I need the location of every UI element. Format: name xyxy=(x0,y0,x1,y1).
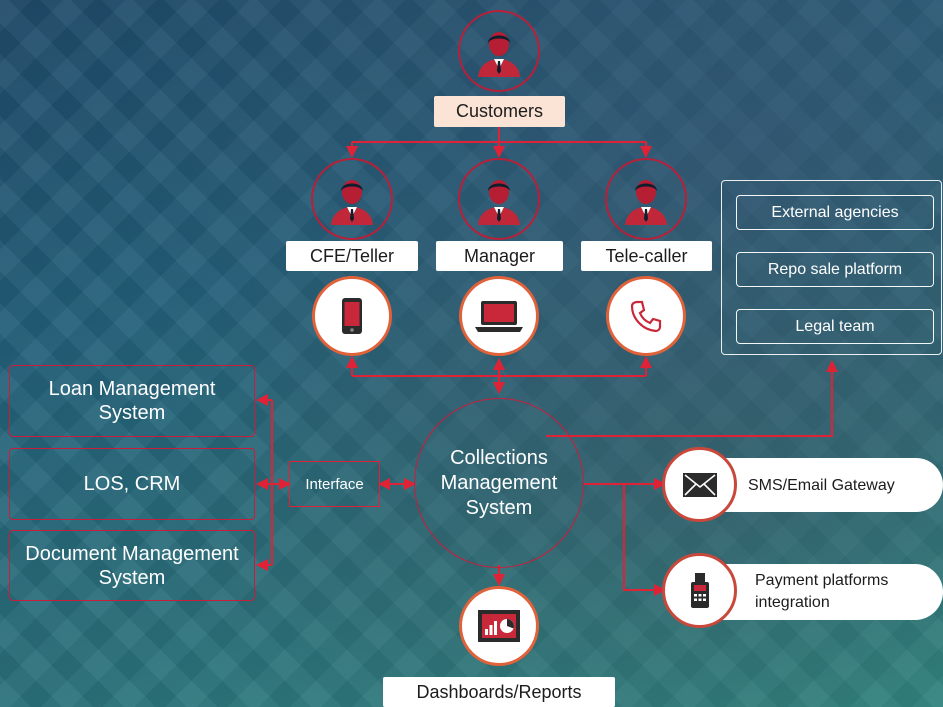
manager-avatar xyxy=(458,158,540,240)
manager-device-circle xyxy=(459,276,539,356)
tele-caller-device-circle xyxy=(606,276,686,356)
person-icon xyxy=(331,180,373,225)
dashboard-chart-icon xyxy=(478,610,520,642)
laptop-icon xyxy=(475,301,523,332)
external-agencies-pill: External agencies xyxy=(736,195,934,230)
envelope-icon xyxy=(682,472,717,497)
tele-caller-avatar xyxy=(605,158,687,240)
payment-platforms-label: Payment platforms integration xyxy=(755,572,889,611)
dashboards-reports-label: Dashboards/Reports xyxy=(383,677,615,707)
mobile-phone-icon xyxy=(342,298,362,334)
sms-email-gateway-icon-circle xyxy=(662,447,737,522)
cfe-teller-avatar xyxy=(311,158,393,240)
external-partners-panel xyxy=(721,180,942,355)
customer-avatar xyxy=(458,10,540,92)
person-icon xyxy=(478,32,520,77)
role-label-tele-caller: Tele-caller xyxy=(581,241,712,271)
document-management-system-box: Document Management System xyxy=(9,530,255,601)
role-label-manager: Manager xyxy=(436,241,563,271)
customers-label: Customers xyxy=(434,96,565,127)
dashboards-icon-circle xyxy=(459,586,539,666)
person-icon xyxy=(478,180,520,225)
person-icon xyxy=(625,180,667,225)
payment-platforms-icon-circle xyxy=(662,553,737,628)
repo-sale-platform-pill: Repo sale platform xyxy=(736,252,934,287)
loan-management-system-box: Loan Management System xyxy=(9,365,255,437)
los-crm-box: LOS, CRM xyxy=(9,448,255,520)
interface-box: Interface xyxy=(289,461,380,507)
telephone-icon xyxy=(630,300,662,333)
cfe-device-circle xyxy=(312,276,392,356)
collections-management-system-circle: Collections Management System xyxy=(414,398,584,568)
sms-email-gateway-label: SMS/Email Gateway xyxy=(748,477,895,494)
legal-team-pill: Legal team xyxy=(736,309,934,344)
role-label-cfe-teller: CFE/Teller xyxy=(286,241,418,271)
card-terminal-icon xyxy=(690,572,709,608)
